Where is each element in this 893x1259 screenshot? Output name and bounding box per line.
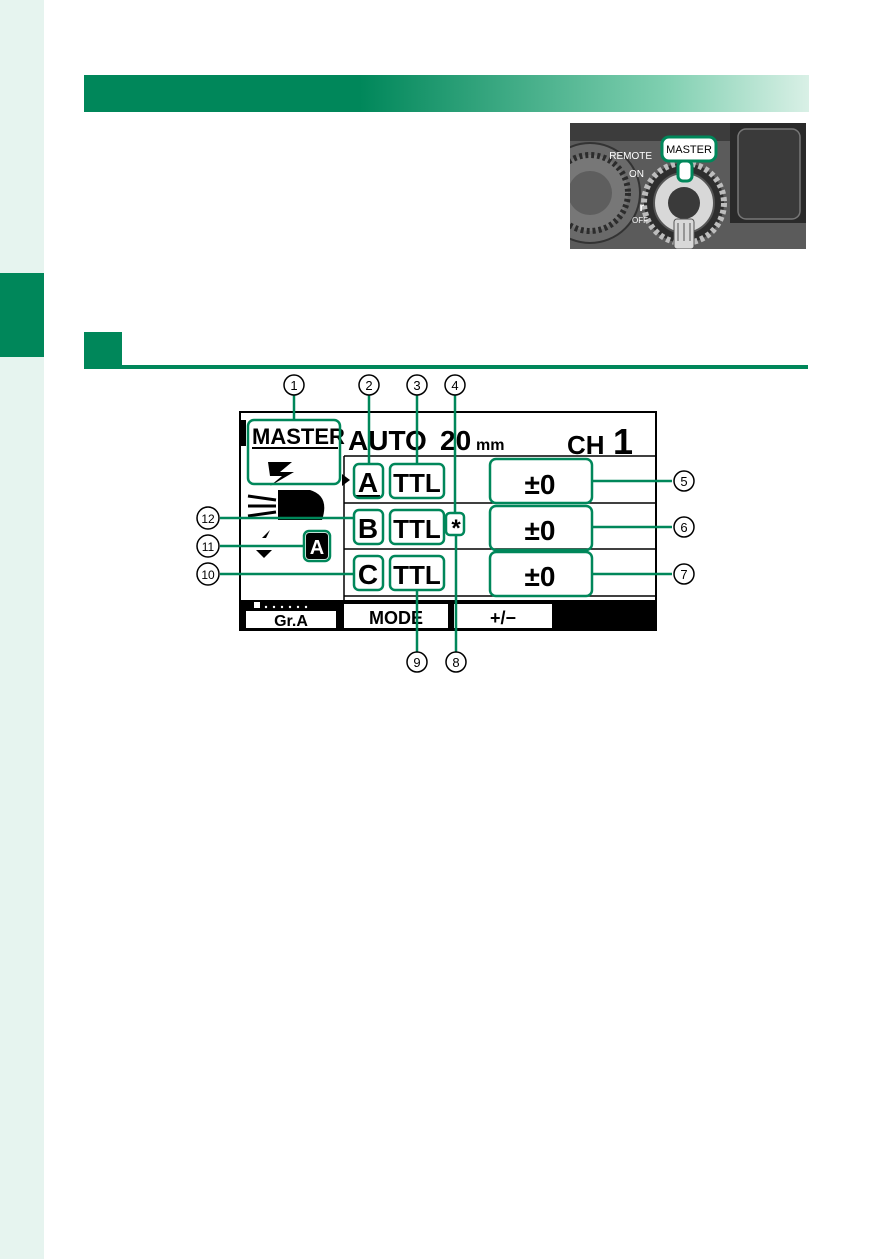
softkey-1: Gr.A <box>274 613 308 630</box>
group-c-letter: C <box>358 559 378 590</box>
photo-label-on: ON <box>629 169 644 180</box>
chapter-tab <box>0 273 44 357</box>
group-a-comp: ±0 <box>525 469 556 500</box>
softkey-3: +/− <box>490 608 516 628</box>
callout-12: 12 <box>201 512 215 526</box>
softkey-2: MODE <box>369 608 423 628</box>
section-header-bar <box>84 75 809 112</box>
group-a-letter: A <box>358 467 378 498</box>
left-dial-icon <box>570 142 641 244</box>
group-b-comp: ±0 <box>525 515 556 546</box>
group-b-mode: TTL <box>393 514 441 544</box>
callout-1: 1 <box>290 378 297 393</box>
photo-label-master: MASTER <box>666 144 712 156</box>
photo-label-remote: REMOTE <box>609 151 652 162</box>
photo-label-r: r <box>639 200 644 214</box>
section-rule <box>84 365 808 369</box>
callout-8: 8 <box>452 655 459 670</box>
group-b-star: * <box>451 515 461 542</box>
callout-9: 9 <box>413 655 420 670</box>
row-cursor-icon <box>342 474 350 486</box>
selected-group-icon-box <box>306 533 328 559</box>
photo-label-off: OFF <box>632 216 648 225</box>
lcd-channel-value: 1 <box>613 421 633 462</box>
group-c-comp: ±0 <box>525 561 556 592</box>
callout-7: 7 <box>680 567 687 582</box>
lcd-ch-label: CH <box>567 430 605 460</box>
selected-group-icon-letter: A <box>310 537 324 559</box>
group-a-mode: TTL <box>393 468 441 498</box>
callout-5: 5 <box>680 474 687 489</box>
callout-2: 2 <box>365 378 372 393</box>
callout-4: 4 <box>451 378 458 393</box>
lcd-master-label: MASTER <box>252 424 345 449</box>
lcd-zoom-unit: mm <box>476 437 504 454</box>
side-strip <box>0 0 44 1259</box>
highlight-boxes <box>246 418 594 598</box>
lcd-diagram: MASTER AUTO 20 mm CH 1 A A TTL ±0 B TTL … <box>196 374 695 673</box>
dial-knob-icon <box>641 160 727 249</box>
zoom-head-icon <box>247 490 325 520</box>
mode-dial-photo: MASTER REMOTE ON r OFF <box>570 123 806 249</box>
group-c-mode: TTL <box>393 560 441 590</box>
callout-11: 11 <box>202 540 215 554</box>
section-marker <box>84 332 122 367</box>
callout-3: 3 <box>413 378 420 393</box>
flash-icon <box>268 462 294 486</box>
group-b-letter: B <box>358 513 378 544</box>
leader-lines <box>220 395 672 652</box>
lcd-auto-label: AUTO <box>348 425 427 456</box>
callout-10: 10 <box>201 568 215 582</box>
callout-6: 6 <box>680 520 687 535</box>
